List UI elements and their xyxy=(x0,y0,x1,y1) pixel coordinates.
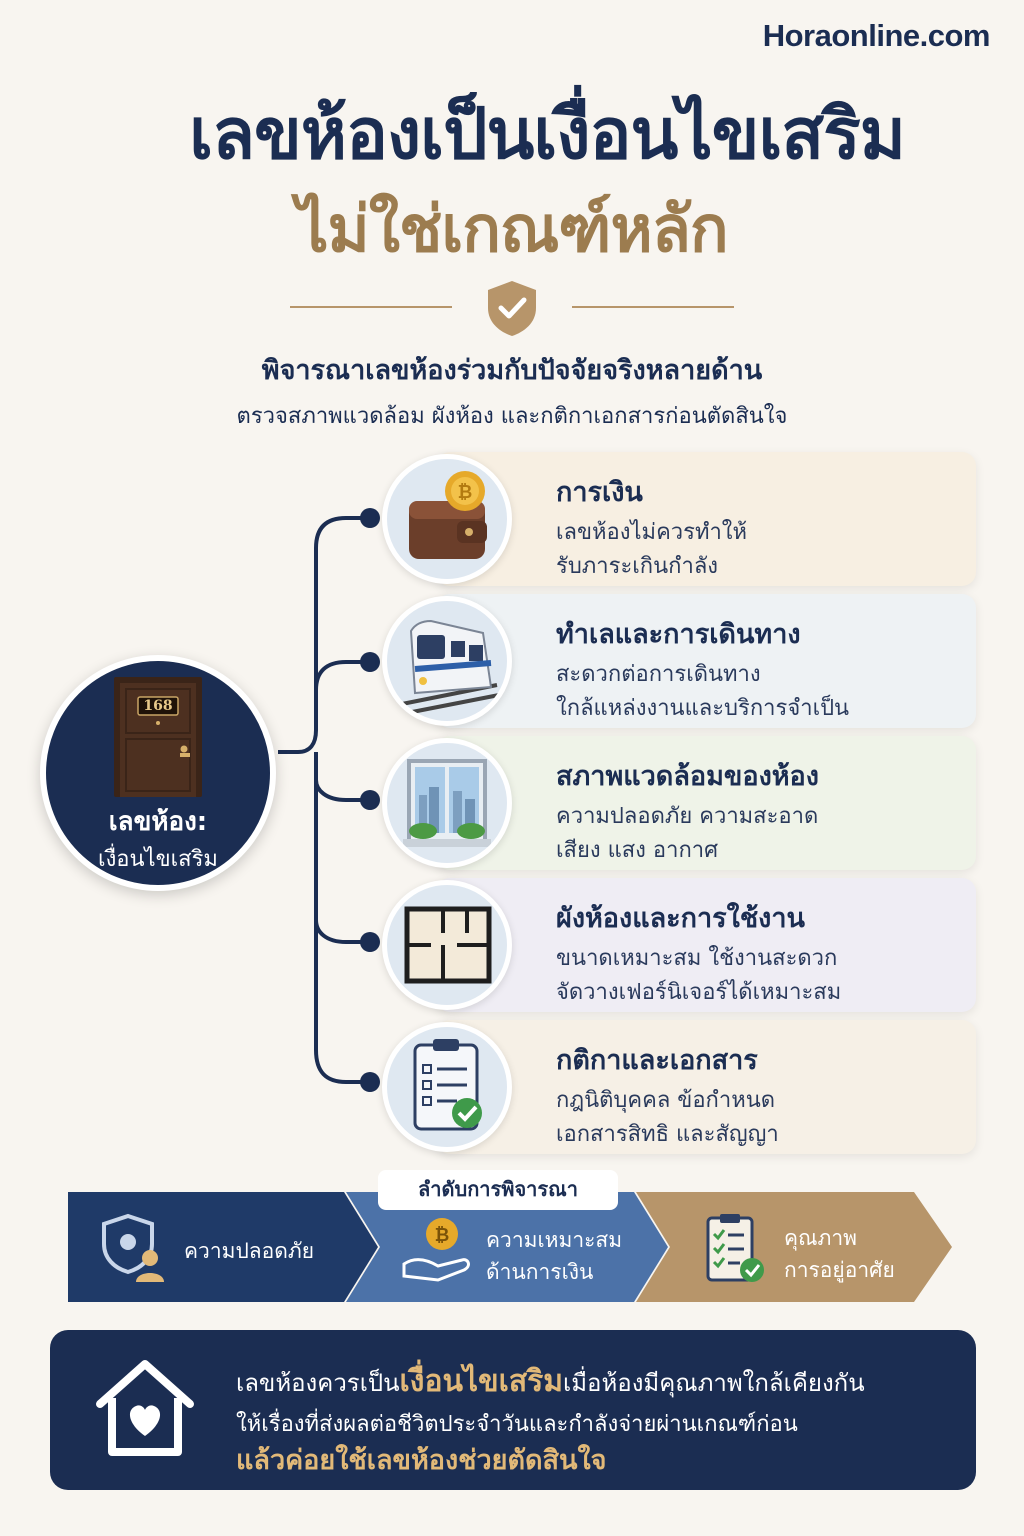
page-title: เลขห้องเป็นเงื่อนไขเสริม xyxy=(189,93,906,175)
connector-tree xyxy=(278,508,380,1092)
factor-line: กฎนิติบุคคล ข้อกำหนด xyxy=(556,1088,776,1113)
hand-coin-icon: ₿ xyxy=(402,1218,470,1282)
window-city-icon xyxy=(382,738,512,868)
factor-card-floorplan: ผังห้องและการใช้งาน ขนาดเหมาะสม ใช้งานสะ… xyxy=(436,878,976,1012)
divider-left xyxy=(290,306,452,308)
train-icon xyxy=(382,596,512,726)
factor-line: ความปลอดภัย ความสะอาด xyxy=(556,804,819,829)
shield-person-icon xyxy=(102,1213,164,1282)
process-step-finance-line2: ด้านการเงิน xyxy=(486,1260,594,1284)
house-heart-icon xyxy=(96,1360,194,1456)
floor-plan-icon xyxy=(382,880,512,1010)
factor-line: เสียง แสง อากาศ xyxy=(556,838,719,863)
process-step-quality-line2: การอยู่อาศัย xyxy=(784,1258,895,1282)
intro-detail: ตรวจสภาพแวดล้อม ผังห้อง และกติกาเอกสารก่… xyxy=(236,404,788,429)
summary-line2: ให้เรื่องที่ส่งผลต่อชีวิตประจำวันและกำลั… xyxy=(236,1412,798,1437)
factor-title: สภาพแวดล้อมของห้อง xyxy=(556,761,819,792)
factor-line: ขนาดเหมาะสม ใช้งานสะดวก xyxy=(556,946,838,971)
page-subtitle-gold: ไม่ใช่เกณฑ์หลัก xyxy=(296,193,728,267)
summary-line1: เลขห้องควรเป็นเงื่อนไขเสริมเมื่อห้องมีคุ… xyxy=(236,1364,865,1399)
svg-text:₿: ₿ xyxy=(458,482,473,503)
factor-title: การเงิน xyxy=(556,477,643,508)
factor-line: เลขห้องไม่ควรทำให้ xyxy=(556,520,748,545)
summary-banner: เลขห้องควรเป็นเงื่อนไขเสริมเมื่อห้องมีคุ… xyxy=(50,1330,976,1490)
room-number-circle: 168 เลขห้อง: เงื่อนไขเสริม xyxy=(40,655,276,891)
svg-text:₿: ₿ xyxy=(435,1225,450,1246)
factor-card-finance: การเงิน เลขห้องไม่ควรทำให้ รับภาระเกินกำ… xyxy=(436,452,976,586)
brand-name: Horaonline.com xyxy=(762,18,991,53)
factor-line: จัดวางเฟอร์นิเจอร์ได้เหมาะสม xyxy=(556,980,842,1005)
factor-line: สะดวกต่อการเดินทาง xyxy=(556,662,761,687)
factor-card-environment: สภาพแวดล้อมของห้อง ความปลอดภัย ความสะอาด… xyxy=(436,736,976,870)
process-step-safety: ความปลอดภัย xyxy=(184,1239,315,1263)
factor-title: ทำเลและการเดินทาง xyxy=(556,619,801,650)
wallet-coin-icon: ₿ xyxy=(382,454,512,584)
divider-right xyxy=(572,306,734,308)
checklist-icon xyxy=(706,1214,764,1282)
checklist-clipboard-icon xyxy=(382,1022,512,1152)
factor-card-documents: กติกาและเอกสาร กฎนิติบุคคล ข้อกำหนด เอกส… xyxy=(436,1020,976,1154)
door-icon xyxy=(114,677,202,797)
door-number: 168 xyxy=(143,698,173,714)
process-step-finance: ความเหมาะสม xyxy=(486,1228,623,1252)
center-label: เลขห้อง: xyxy=(108,807,208,837)
factor-card-location: ทำเลและการเดินทาง สะดวกต่อการเดินทาง ใกล… xyxy=(436,594,976,728)
factor-line: รับภาระเกินกำลัง xyxy=(556,554,719,579)
summary-highlight: เงื่อนไขเสริม xyxy=(399,1364,564,1399)
shield-check-icon xyxy=(488,281,536,336)
process-step-quality: คุณภาพ xyxy=(784,1226,858,1250)
center-sublabel: เงื่อนไขเสริม xyxy=(98,847,218,872)
factor-title: กติกาและเอกสาร xyxy=(556,1045,758,1076)
process-label: ลำดับการพิจารณา xyxy=(378,1170,618,1210)
summary-line3: แล้วค่อยใช้เลขห้องช่วยตัดสินใจ xyxy=(236,1445,607,1476)
intro-heading: พิจารณาเลขห้องร่วมกับปัจจัยจริงหลายด้าน xyxy=(261,355,763,386)
factor-line: ใกล้แหล่งงานและบริการจำเป็น xyxy=(556,696,850,721)
factor-line: เอกสารสิทธิ และสัญญา xyxy=(556,1122,779,1147)
factor-title: ผังห้องและการใช้งาน xyxy=(556,903,805,934)
